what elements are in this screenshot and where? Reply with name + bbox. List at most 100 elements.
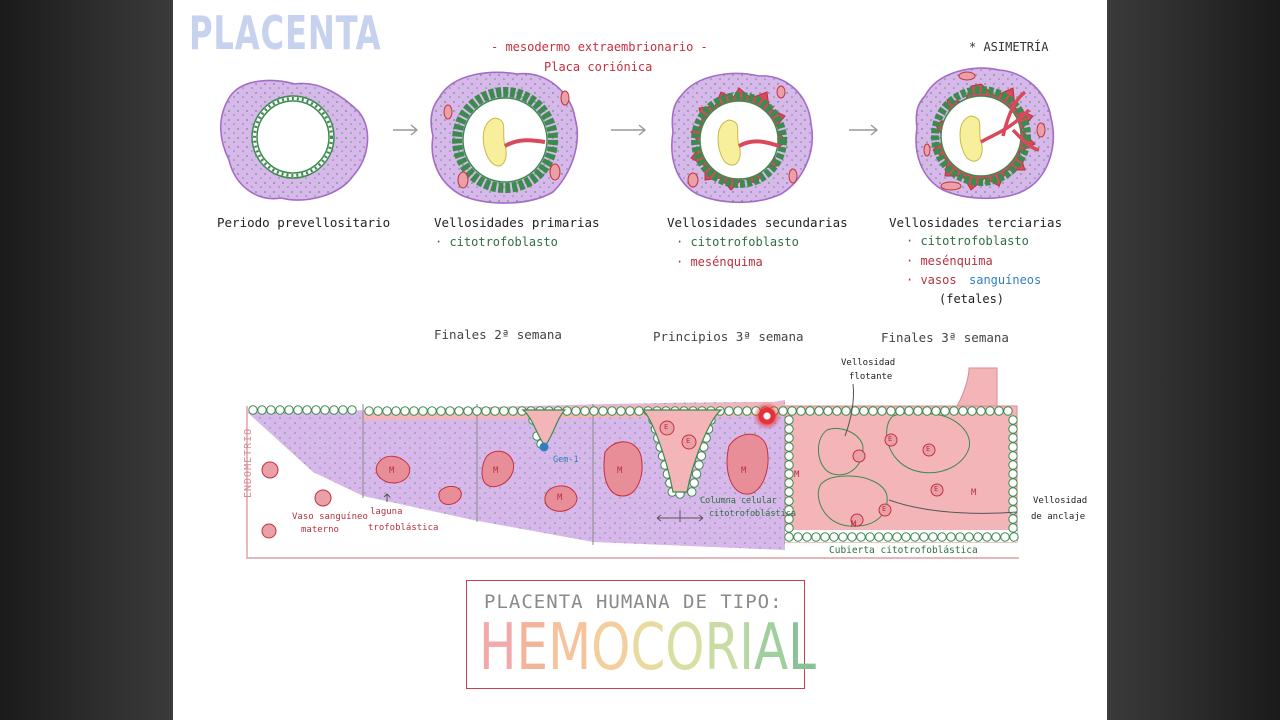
cytotrophoblast-cell (802, 532, 812, 542)
timeline-1: Finales 2ª semana (434, 327, 562, 342)
cytotrophoblast-cell (868, 406, 878, 416)
cytotrophoblast-cell (436, 406, 446, 416)
cytotrophoblast-cell (675, 471, 685, 481)
cytotrophoblast-cell (949, 406, 959, 416)
cytotrophoblast-cell (490, 406, 500, 416)
cytotrophoblast-cell (688, 406, 698, 416)
cytotrophoblast-cell (742, 406, 752, 416)
cytotrophoblast-cell (347, 405, 357, 415)
page-title: PLACENTA (189, 6, 382, 60)
cytotrophoblast-cell (667, 487, 677, 497)
cytotrophoblast-cell (838, 532, 848, 542)
cytotrophoblast-cell (1008, 424, 1018, 434)
cytotrophoblast-cell (1008, 523, 1018, 533)
cytotrophoblast-cell (598, 406, 608, 416)
m-label: M (851, 520, 857, 530)
cytotrophoblast-cell (418, 406, 428, 416)
cytotrophoblast-cell (982, 532, 992, 542)
cytotrophoblast-cell (696, 451, 707, 461)
cytotrophoblast-cell (427, 406, 437, 416)
cytotrophoblast-cell (976, 406, 986, 416)
cytotrophoblast-cell (275, 405, 285, 415)
cytotrophoblast-cell (823, 406, 833, 416)
vellosidad-flotante-label-2: flotante (849, 372, 893, 382)
cytotrophoblast-cell (1008, 514, 1018, 524)
cytotrophoblast-cell (409, 406, 419, 416)
hemocorial-letter: C (630, 611, 666, 685)
stage-3-item-1: · citotrofoblasto (676, 235, 799, 249)
m-label: M (794, 470, 800, 480)
cytotrophoblast-cell (657, 451, 668, 461)
cytotrophoblast-cell (517, 406, 527, 416)
e-label: E (888, 435, 893, 443)
m-label: M (557, 493, 563, 503)
cytotrophoblast-cell (706, 406, 716, 416)
stage-2-item-1: · citotrofoblasto (435, 235, 558, 249)
e-label: E (686, 437, 691, 445)
cytotrophoblast-cell (814, 406, 824, 416)
hemocorial-letter: A (753, 611, 789, 685)
cytotrophoblast-cell (967, 406, 977, 416)
e-label: E (664, 423, 669, 431)
cytotrophoblast-cell (940, 406, 950, 416)
cytotrophoblast-cell (562, 406, 572, 416)
cytotrophoblast-cell (679, 406, 689, 416)
cytotrophoblast-cell (919, 532, 929, 542)
cytotrophoblast-cell (1008, 442, 1018, 452)
cytotrophoblast-cell (892, 532, 902, 542)
cytotrophoblast-cell (1008, 433, 1018, 443)
cytotrophoblast-cell (536, 439, 546, 449)
cytotrophoblast-cell (1008, 469, 1018, 479)
cytotrophoblast-cell (634, 406, 644, 416)
cytotrophoblast-cell (650, 424, 661, 434)
cytotrophoblast-cell (850, 406, 860, 416)
cytotrophoblast-cell (689, 478, 699, 488)
asimetria-note: * ASIMETRÍA (969, 40, 1049, 54)
placa-corionica-note: Placa coriónica (544, 60, 653, 74)
cytotrophoblast-cell (373, 406, 383, 416)
cytotrophoblast-cell (526, 406, 536, 416)
cytotrophoblast-cell (580, 406, 590, 416)
cytotrophoblast-cell (266, 405, 276, 415)
cytotrophoblast-cell (508, 406, 518, 416)
cytotrophoblast-cell (886, 406, 896, 416)
stage-terciarias-figure (915, 67, 1055, 200)
stage-2-name: Vellosidades primarias (434, 215, 600, 230)
cytotrophoblast-cell (784, 469, 794, 479)
vellosidad-anclaje-label-1: Vellosidad (1033, 496, 1088, 506)
mesodermo-note: - mesodermo extraembrionario - (491, 40, 708, 54)
cytotrophoblast-cell (311, 405, 321, 415)
cytotrophoblast-cell (652, 406, 662, 416)
cytotrophoblast-cell (257, 405, 267, 415)
cytotrophoblast-cell (675, 462, 685, 472)
cytotrophoblast-cell (544, 406, 554, 416)
cytotrophoblast-cell (675, 435, 685, 445)
cytotrophoblast-cell (540, 431, 550, 441)
cytotrophoblast-cell (796, 406, 806, 416)
cytotrophoblast-cell (665, 478, 675, 488)
cytotrophoblast-cell (553, 406, 563, 416)
cytotrophoblast-cell (841, 406, 851, 416)
recording-indicator (753, 402, 781, 430)
m-label: M (493, 466, 499, 476)
cytotrophoblast-cell (922, 406, 932, 416)
cytotrophoblast-cell (643, 406, 653, 416)
hemocorial-letter: E (516, 611, 549, 685)
cytotrophoblast-cell (985, 406, 995, 416)
cytotrophoblast-cell (784, 442, 794, 452)
endometrio-label: ENDOMETRIO (243, 427, 254, 498)
vellosidad-anclaje-label-2: de anclaje (1031, 512, 1086, 522)
cytotrophoblast-cell (820, 532, 830, 542)
cytotrophoblast-cell (661, 406, 671, 416)
e-label: E (934, 485, 939, 493)
cytotrophoblast-cell (784, 532, 794, 542)
cytotrophoblast-cell (571, 406, 581, 416)
cytotrophoblast-cell (463, 406, 473, 416)
cytotrophoblast-cell (660, 460, 670, 470)
cytotrophoblast-cell (691, 469, 702, 479)
banner-line-1: PLACENTA HUMANA DE TIPO: (484, 591, 783, 613)
hemocorial-letter: O (591, 611, 631, 685)
cytotrophoblast-cell (532, 431, 542, 441)
hemocorial-letter: R (704, 611, 740, 685)
cytotrophoblast-cell (302, 405, 312, 415)
